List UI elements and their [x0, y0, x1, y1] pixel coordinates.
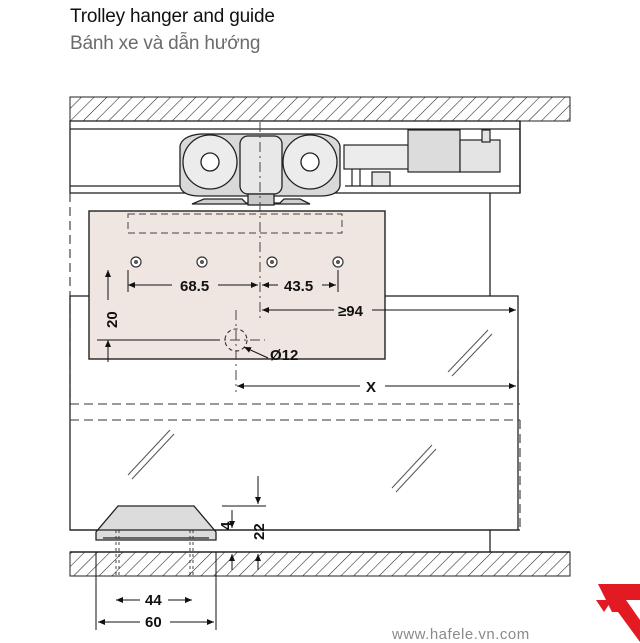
dim-label-4: 4 — [218, 521, 235, 530]
floor-hatch — [69, 529, 571, 577]
dimension-lines — [95, 270, 519, 630]
dimension-labels: 68.5 43.5 ≥94 20 Ø12 X 4 22 44 60 — [104, 278, 376, 631]
dim-label-68-5: 68.5 — [180, 278, 209, 295]
dim-label-94: ≥94 — [338, 303, 364, 320]
ceiling-hatch — [69, 96, 571, 122]
trolley-hanger — [179, 133, 341, 206]
dim-label-x: X — [366, 379, 376, 396]
diagram-title: Trolley hanger and guide — [70, 6, 275, 27]
diagram-subtitle: Bánh xe và dẫn hướng — [70, 33, 261, 54]
dim-label-44: 44 — [145, 592, 162, 609]
dim-label-20: 20 — [104, 311, 121, 328]
dim-label-diameter-12: Ø12 — [270, 347, 298, 364]
door-stopper — [343, 129, 501, 187]
brand-logo — [596, 584, 640, 642]
glass-reflection-marks — [127, 329, 493, 493]
dim-label-60: 60 — [145, 614, 162, 631]
dim-label-22: 22 — [251, 523, 268, 540]
watermark-url: www.hafele.vn.com — [392, 626, 530, 643]
lower-door-outline — [69, 419, 521, 530]
dim-label-43-5: 43.5 — [284, 278, 313, 295]
